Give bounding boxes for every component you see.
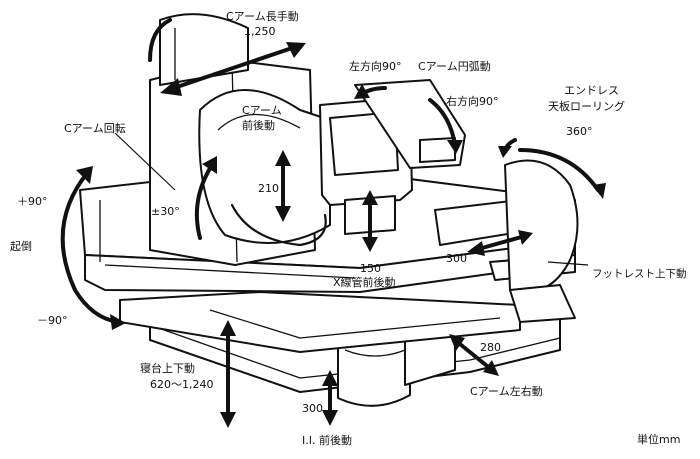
right-90-label: 右方向90° xyxy=(446,95,499,108)
c-arm-front-back-label-1: Cアーム xyxy=(242,104,282,117)
endless-label: エンドレス xyxy=(564,84,619,97)
tilt-label: 起倒 xyxy=(10,240,32,253)
c-arm-rotation-label: Cアーム回転 xyxy=(64,122,126,135)
xray-tube-front-back-label: X線管前後動 xyxy=(333,276,396,289)
tilt-minus-90-label: －90° xyxy=(37,314,68,327)
c-arm-left-right-label: Cアーム左右動 xyxy=(470,385,543,398)
rotation-30-label: ±30° xyxy=(151,205,180,218)
c-arm-front-back-value: 210 xyxy=(258,182,279,195)
ii-front-back-label: I.I. 前後動 xyxy=(302,434,352,447)
bed-up-down-label: 寝台上下動 xyxy=(140,362,195,375)
c-arm-longitudinal-label: Cアーム長手動 xyxy=(226,10,299,23)
c-arm-lr-value: 280 xyxy=(480,341,501,354)
ii-value: 300 xyxy=(302,402,323,415)
c-arm-arc-label: Cアーム円弧動 xyxy=(418,60,491,73)
c-arm-front-back-label-2: 前後動 xyxy=(242,119,275,132)
left-90-label: 左方向90° xyxy=(349,60,402,73)
table-rolling-label: 天板ローリング xyxy=(548,100,625,113)
unit-label: 単位mm xyxy=(637,433,681,446)
c-arm-longitudinal-value: 1,250 xyxy=(244,25,276,38)
xray-tube-value: 150 xyxy=(360,262,381,275)
bed-range-label: 620～1,240 xyxy=(150,378,214,391)
footrest-value: 300 xyxy=(446,252,467,265)
footrest-label: フットレスト上下動 xyxy=(592,268,687,280)
tilt-plus-90-label: ＋90° xyxy=(17,195,48,208)
rolling-360-label: 360° xyxy=(566,125,593,138)
